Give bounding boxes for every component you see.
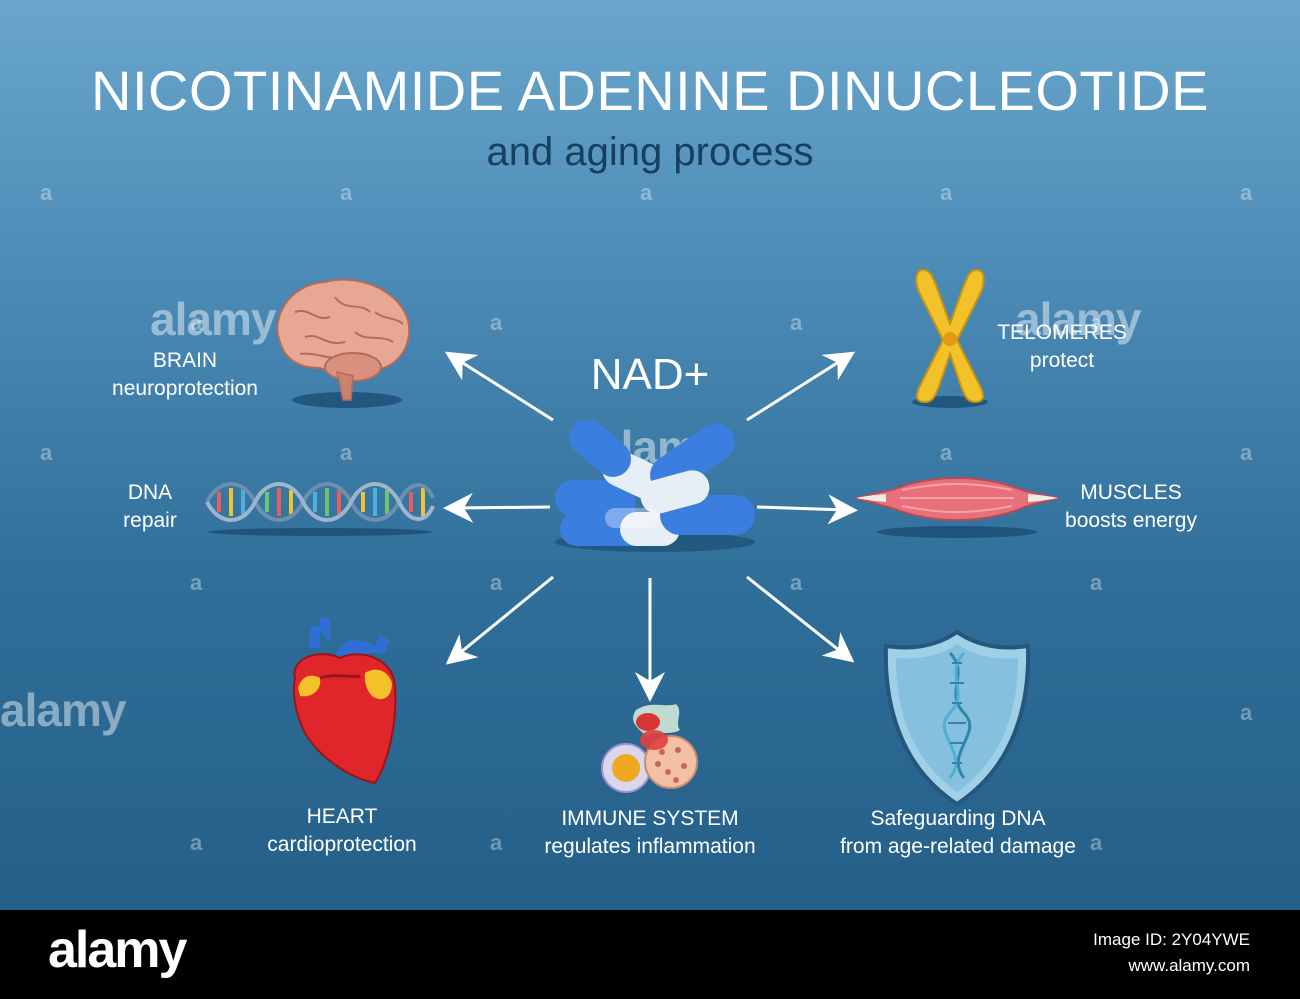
watermark-glyph: a xyxy=(790,570,803,595)
watermark-glyph: a xyxy=(1240,180,1253,205)
watermark-glyph: a xyxy=(190,310,203,335)
watermark-glyph: a xyxy=(940,180,953,205)
page-title: NICOTINAMIDE ADENINE DINUCLEOTIDE xyxy=(91,59,1209,122)
arrow-to-heart xyxy=(445,575,554,665)
label-dna: DNA repair xyxy=(90,479,210,535)
chromosome-icon xyxy=(912,268,988,408)
label-heart-title: HEART xyxy=(306,805,378,828)
capsules-icon xyxy=(555,420,755,552)
footer-image-id: Image ID: 2Y04YWE xyxy=(1093,930,1250,949)
label-immune-desc: regulates inflammation xyxy=(544,835,756,858)
label-heart-desc: cardioprotection xyxy=(267,833,417,856)
watermark-glyph: a xyxy=(340,440,353,465)
watermark-glyph: a xyxy=(190,830,203,855)
dna-helix-icon xyxy=(205,482,435,536)
muscle-icon xyxy=(855,477,1059,538)
arrows xyxy=(443,351,858,702)
center-label: NAD+ xyxy=(590,350,710,399)
page-subtitle: and aging process xyxy=(486,130,814,174)
arrow-to-telomeres xyxy=(746,351,856,422)
arrow-to-shield xyxy=(746,575,855,663)
infographic: a a a a a a a a a a a a a a a a a a a a … xyxy=(0,0,1300,910)
label-heart: HEART cardioprotection xyxy=(252,803,432,859)
label-shield-title: Safeguarding DNA xyxy=(870,807,1046,830)
heart-icon xyxy=(292,618,397,785)
brain-icon xyxy=(276,278,411,408)
watermark-glyph: a xyxy=(490,310,503,335)
label-telomeres: TELOMERES protect xyxy=(972,319,1152,375)
watermark-glyph: a xyxy=(1240,440,1253,465)
watermark-glyph: a xyxy=(640,180,653,205)
watermark-brand: alamy xyxy=(1015,293,1141,345)
footer-logo[interactable]: alamy xyxy=(48,921,187,979)
watermark-glyph: a xyxy=(1240,700,1253,725)
label-muscles-title: MUSCLES xyxy=(1080,481,1182,504)
arrow-to-dna xyxy=(443,492,551,523)
label-telomeres-title: TELOMERES xyxy=(997,321,1127,344)
label-shield: Safeguarding DNA from age-related damage xyxy=(828,805,1088,861)
label-brain: BRAIN neuroprotection xyxy=(95,347,275,403)
arrow-to-muscles xyxy=(756,494,858,525)
label-dna-desc: repair xyxy=(123,509,177,532)
immune-cells-icon xyxy=(601,704,698,793)
watermark-glyph: a xyxy=(790,310,803,335)
watermark-brand: alamy xyxy=(0,684,126,736)
dna-shield-icon xyxy=(883,629,1031,807)
watermark-glyph: a xyxy=(940,440,953,465)
label-brain-desc: neuroprotection xyxy=(112,377,258,400)
label-brain-title: BRAIN xyxy=(152,349,218,372)
arrow-to-brain xyxy=(444,351,554,422)
watermark-glyph: a xyxy=(1090,830,1103,855)
label-dna-title: DNA xyxy=(127,481,173,504)
label-immune: IMMUNE SYSTEM regulates inflammation xyxy=(530,805,770,861)
watermark-brand: alamy xyxy=(150,293,276,345)
watermark-glyph: a xyxy=(340,180,353,205)
label-shield-desc: from age-related damage xyxy=(840,835,1076,858)
watermark-glyph: a xyxy=(40,180,53,205)
watermark-glyph: a xyxy=(490,830,503,855)
watermark-glyph: a xyxy=(190,570,203,595)
footer-url[interactable]: www.alamy.com xyxy=(1128,956,1250,975)
watermark-glyph: a xyxy=(40,440,53,465)
watermark-glyph: a xyxy=(490,570,503,595)
label-muscles-desc: boosts energy xyxy=(1065,509,1197,532)
footer-bar xyxy=(0,910,1300,999)
watermark-glyph: a xyxy=(1090,570,1103,595)
label-telomeres-desc: protect xyxy=(1029,349,1095,372)
watermark-glyph: a xyxy=(1090,310,1103,335)
label-muscles: MUSCLES boosts energy xyxy=(1045,479,1217,535)
label-immune-title: IMMUNE SYSTEM xyxy=(561,807,739,830)
